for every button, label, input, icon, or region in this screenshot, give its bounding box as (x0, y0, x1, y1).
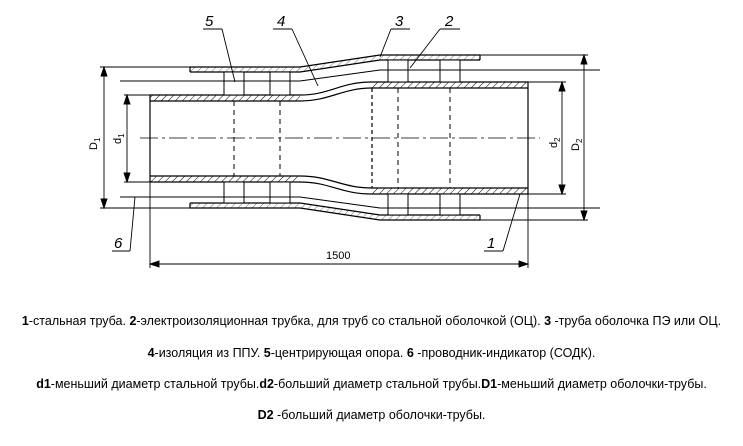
legend-line-1: 1-стальная труба. 2-электроизоляционная … (21, 314, 722, 328)
dimension-length (148, 182, 530, 268)
callout-3: 3 (395, 13, 404, 30)
label-length: 1500 (326, 250, 350, 262)
callout-6: 6 (114, 235, 123, 252)
label-D1: D1 (88, 137, 102, 150)
dimension-d2 (528, 80, 566, 196)
label-d2: d2 (548, 137, 562, 148)
label-D2: D2 (570, 138, 584, 151)
callout-1: 1 (487, 235, 495, 252)
steel-pipe-wall-hatch (150, 82, 528, 194)
legend-line-4: D2 -больший диаметр оболочки-трубы. (257, 408, 486, 422)
dimension-D2 (480, 53, 588, 222)
dimension-D1 (100, 65, 190, 210)
pipe-transition-drawing: D1 d1 d2 D2 1500 (88, 13, 600, 268)
casing-wall-hatch (190, 55, 480, 220)
centering-supports (223, 59, 461, 216)
callout-2: 2 (444, 13, 454, 30)
callout-4: 4 (277, 13, 285, 30)
callout-5: 5 (205, 13, 214, 30)
label-d1: d1 (112, 133, 126, 144)
dimension-d1 (123, 93, 150, 184)
legend-line-2: 4-изоляция из ППУ. 5-центрирующая опора.… (147, 346, 596, 360)
legend-line-3: d1-меньший диаметр стальной трубы.d2-бол… (36, 377, 707, 391)
callout-leaders (112, 28, 521, 252)
